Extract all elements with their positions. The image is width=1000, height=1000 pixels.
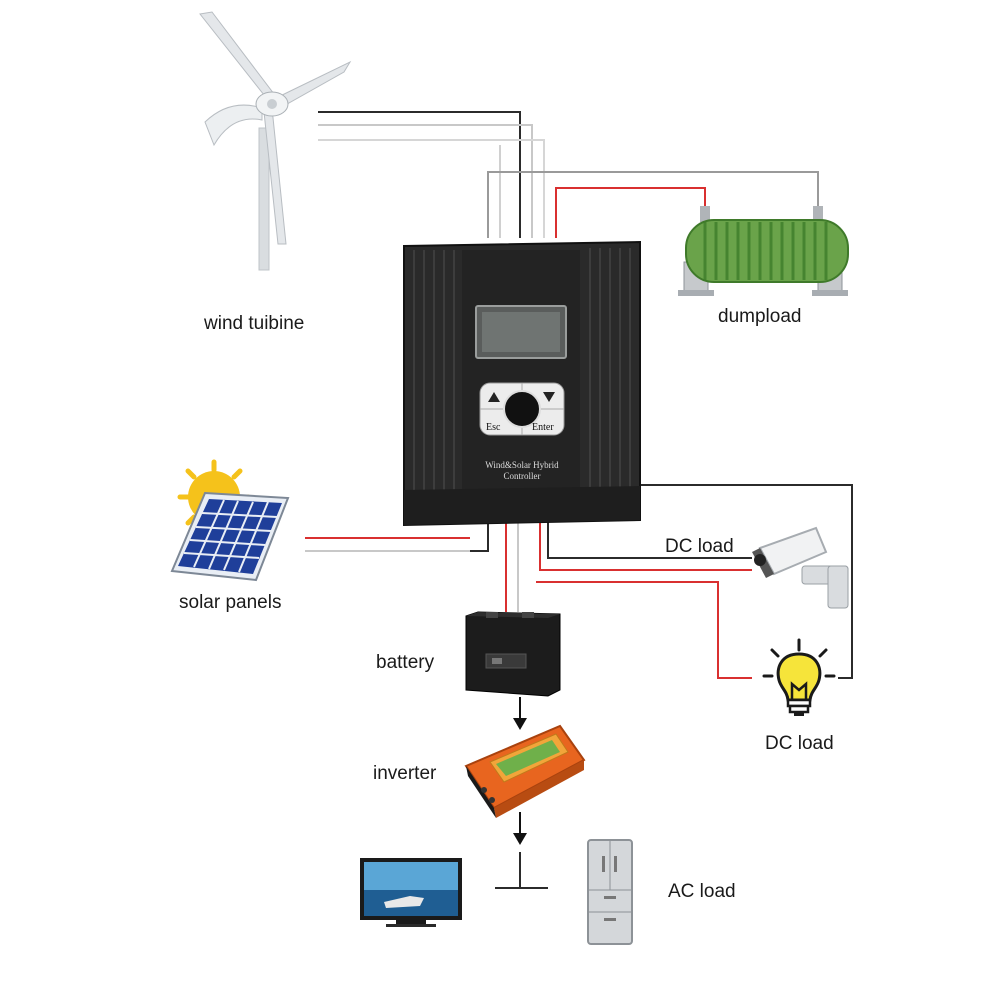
wire-dc-camera-black [547, 520, 752, 559]
label-solar-panels: solar panels [179, 592, 282, 613]
label-dc-load-bulb: DC load [765, 733, 834, 754]
wire-dumpload-gray [487, 171, 819, 238]
hybrid-controller [403, 240, 641, 527]
wire-solar-dark [470, 520, 489, 552]
label-wind-turbine: wind tuibine [204, 313, 305, 334]
wire-wind-gray-2 [318, 139, 545, 238]
wire-dc-bulb-red [536, 581, 752, 679]
label-ac-load: AC load [668, 881, 736, 902]
wires [305, 111, 853, 889]
esc-button-label: Esc [486, 422, 501, 433]
wire-dc-camera-red [539, 520, 752, 571]
label-inverter: inverter [373, 763, 437, 784]
inverter-icon [464, 724, 586, 818]
label-dc-load-camera: DC load [665, 536, 734, 557]
wire-wind-gray-1 [318, 124, 533, 238]
arrow-down-icon [513, 812, 527, 845]
label-battery: battery [376, 652, 435, 673]
cctv-camera-icon [752, 526, 849, 609]
wire-wind-black [318, 111, 521, 238]
controller-title-line2: Controller [504, 471, 541, 481]
up-arrow-icon [488, 392, 500, 402]
wire-dumpload-red [555, 187, 706, 238]
light-bulb-icon [762, 638, 836, 716]
solar-panel-icon [170, 491, 290, 582]
tv-icon [360, 858, 462, 927]
arrow-down-icon [513, 697, 527, 730]
dumpload-resistor-icon [678, 206, 849, 296]
refrigerator-icon [587, 839, 633, 945]
center-knob-icon [503, 390, 541, 428]
battery-icon [465, 611, 561, 697]
down-arrow-icon [543, 392, 555, 402]
wind-turbine-icon [199, 11, 352, 271]
controller-title-line1: Wind&Solar Hybrid [485, 460, 559, 470]
wire-right-black [640, 484, 853, 679]
enter-button-label: Enter [532, 422, 554, 433]
label-dumpload: dumpload [718, 306, 802, 327]
